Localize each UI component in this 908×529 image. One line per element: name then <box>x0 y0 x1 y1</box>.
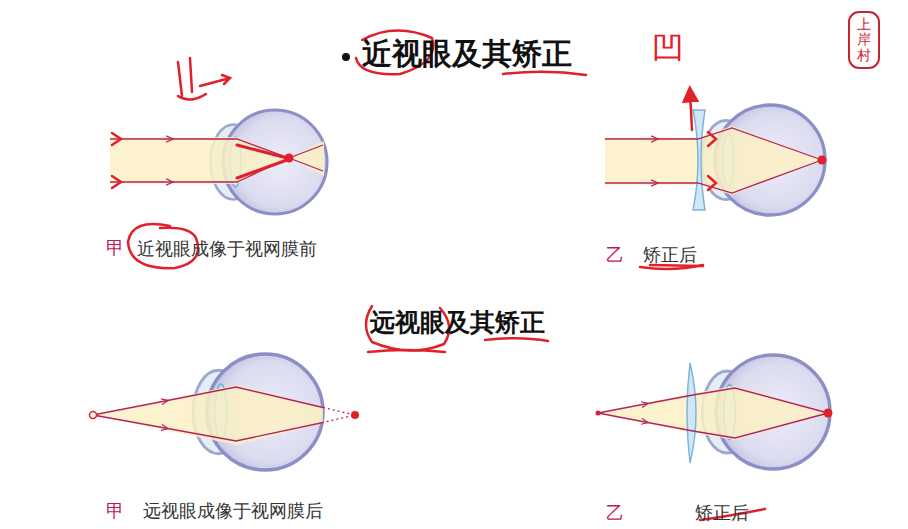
logo-seal-text: 上岸村 <box>857 17 871 63</box>
eye-figure: 乙矫正后 <box>685 350 835 475</box>
figure-tag: 乙 <box>606 244 624 266</box>
concave-lens <box>693 110 705 210</box>
figure-caption: 近视眼成像于视网膜前 <box>137 238 317 260</box>
title: 近视眼及其矫正 <box>362 36 572 72</box>
figure-caption: 矫正后 <box>643 244 697 266</box>
handwritten-marks <box>112 30 765 520</box>
eye-figure: 乙矫正后 <box>693 100 828 220</box>
figure-tag: 甲 <box>106 500 124 522</box>
logo-seal <box>849 12 879 68</box>
myopia-eye <box>110 110 327 214</box>
figure-caption: 远视眼成像于视网膜后 <box>143 500 323 522</box>
myopia-corrected-eye <box>605 105 827 215</box>
figure-tag: 乙 <box>606 502 624 524</box>
hyperopia-corrected-eye <box>596 355 833 469</box>
handwritten-note: 凹 <box>652 30 684 68</box>
convex-lens <box>687 363 696 463</box>
figure-tag: 甲 <box>106 237 124 259</box>
eye-figure: 甲近视眼成像于视网膜前 <box>212 108 328 218</box>
section-heading: 远视眼及其矫正 <box>370 308 545 338</box>
eye-figure: 甲远视眼成像于视网膜后 <box>200 350 330 475</box>
figure-caption: 矫正后 <box>695 502 749 524</box>
hyperopia-eye <box>90 354 360 470</box>
bullet <box>342 53 350 61</box>
